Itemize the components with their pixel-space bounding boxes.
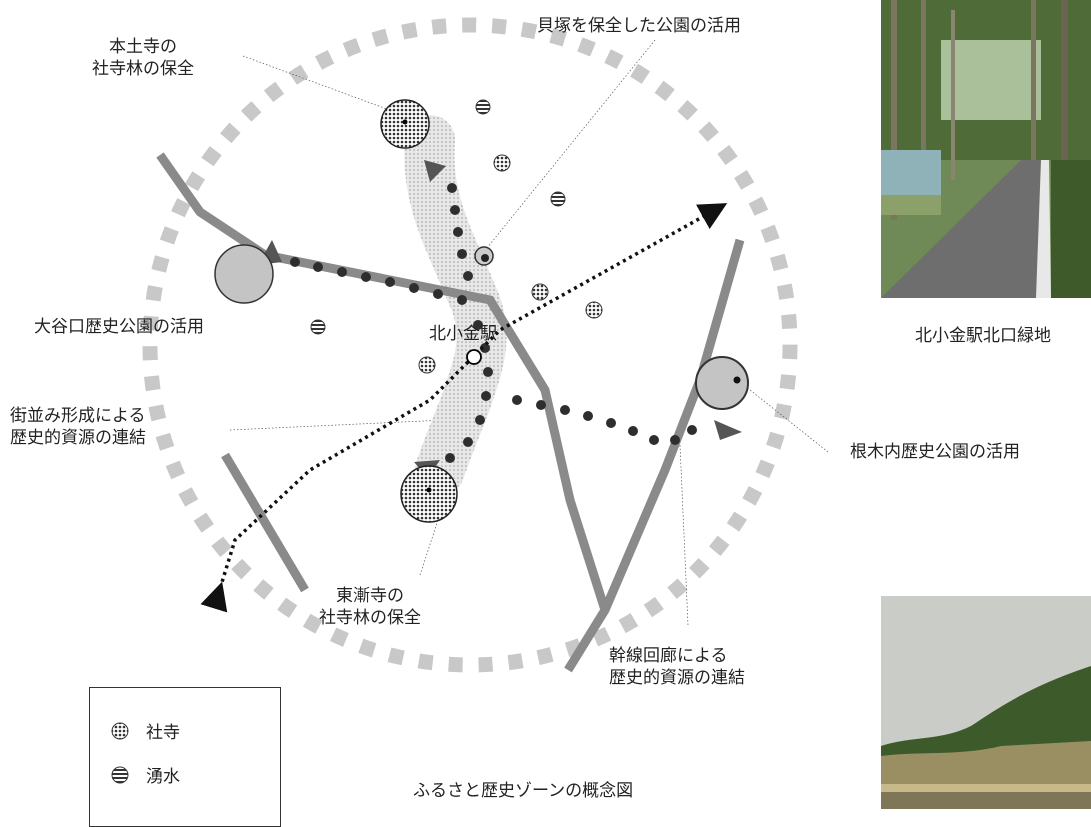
photo-park — [881, 596, 1091, 809]
diagram-canvas — [142, 17, 829, 673]
label-oyaguchi: 大谷口歴史公園の活用 — [34, 317, 204, 337]
oyaguchi-park-marker — [214, 244, 274, 304]
kaizuka-dot — [481, 254, 489, 262]
diagram-caption: ふるさと歴史ゾーンの概念図 — [413, 781, 634, 801]
springs — [310, 99, 566, 335]
label-negiuchi: 根木内歴史公園の活用 — [850, 442, 1020, 462]
station-marker — [466, 349, 482, 365]
hondoji-dot — [402, 119, 408, 125]
legend-item-temple: 社寺 — [110, 718, 180, 743]
legend: 社寺 湧水 — [89, 687, 281, 827]
striped-circle-icon — [111, 766, 129, 783]
small-temples — [418, 154, 603, 374]
station-name: 北小金駅 — [429, 324, 497, 344]
dotted-circle-icon — [111, 722, 129, 739]
negiuchi-park-marker — [695, 356, 749, 410]
legend-label-temple: 社寺 — [146, 723, 180, 743]
history-zone-boundary — [142, 17, 798, 673]
label-kaizuka: 貝塚を保全した公園の活用 — [537, 16, 741, 36]
concept-diagram: 本土寺の 社寺林の保全 貝塚を保全した公園の活用 大谷口歴史公園の活用 北小金駅… — [10, 0, 1091, 827]
photo-green-road-image — [881, 0, 1091, 298]
tozenji-temple-marker — [400, 465, 458, 523]
photo-caption: 北小金駅北口緑地 — [915, 326, 1051, 346]
negiuchi-dot — [733, 376, 741, 384]
label-tozenji: 東漸寺の 社寺林の保全 — [319, 586, 421, 628]
photo-green-road — [881, 0, 1091, 298]
tozenji-dot — [426, 487, 432, 493]
photo-park-image — [881, 596, 1091, 809]
legend-label-spring: 湧水 — [146, 767, 180, 787]
label-machinami: 街並み形成による 歴史的資源の連結 — [10, 406, 146, 448]
direction-triangles — [258, 160, 742, 478]
label-hondoji: 本土寺の 社寺林の保全 — [92, 37, 194, 79]
label-kansen: 幹線回廊による 歴史的資源の連結 — [609, 646, 745, 688]
legend-item-spring: 湧水 — [110, 762, 180, 787]
